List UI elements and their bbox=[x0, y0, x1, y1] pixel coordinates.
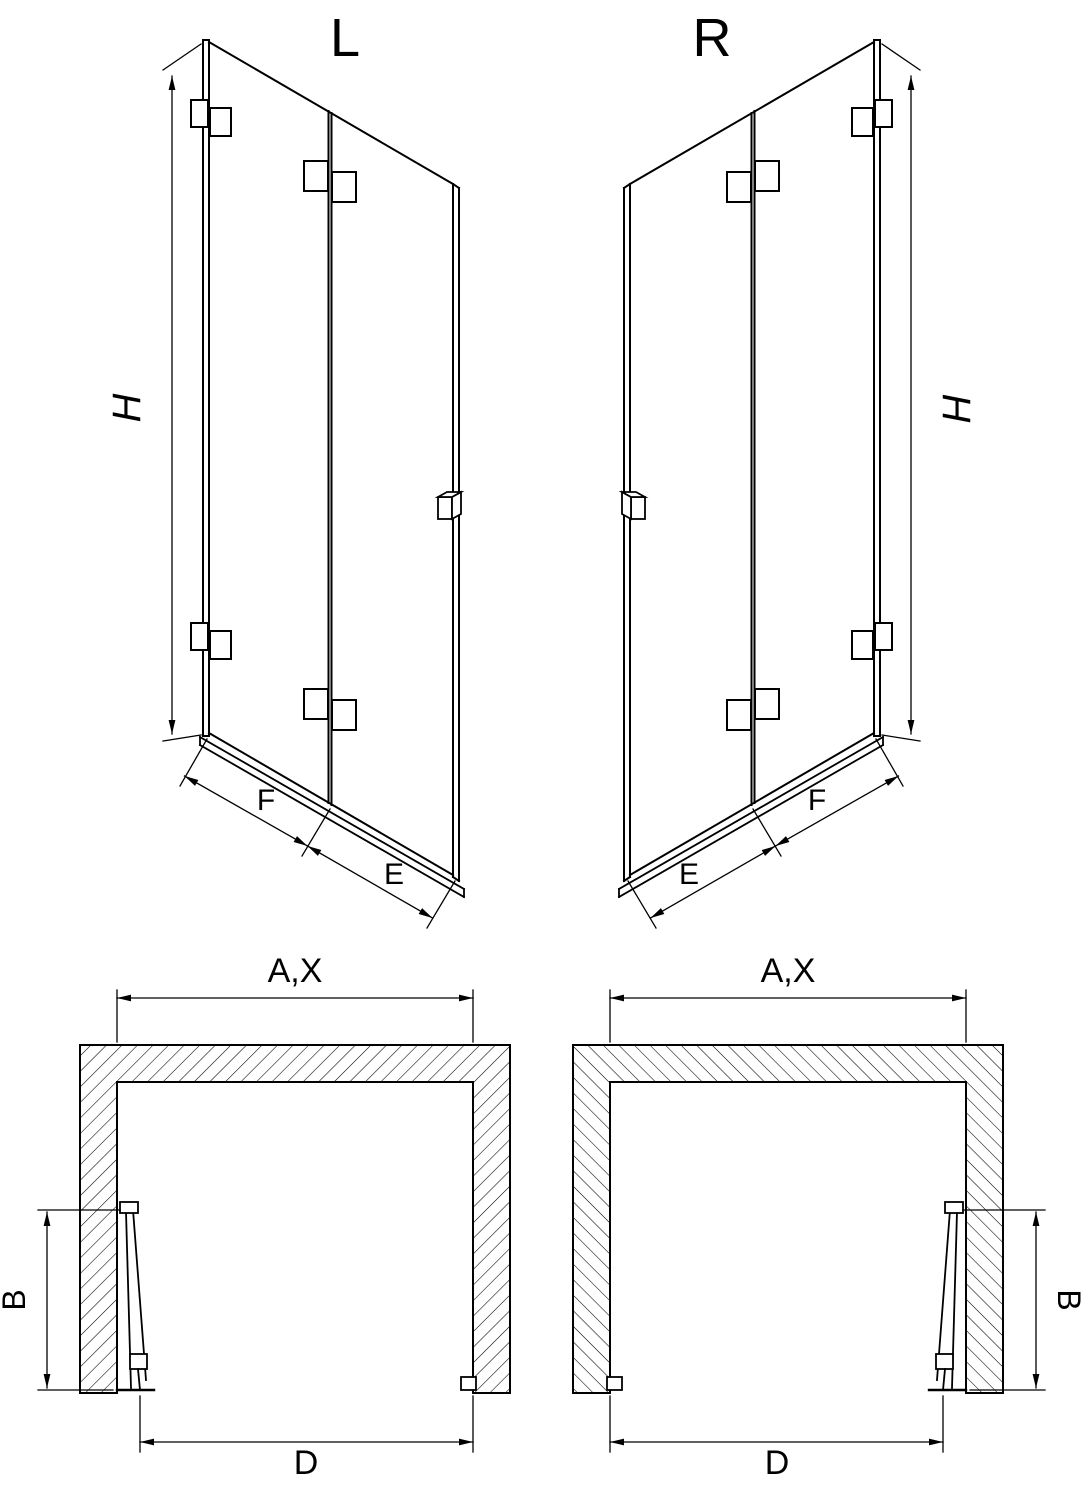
fold-hinge-bottom-icon bbox=[303, 688, 357, 731]
dimension-b bbox=[37, 1209, 121, 1391]
wall-hinge-top-icon bbox=[190, 99, 232, 137]
dimension-d bbox=[139, 1395, 474, 1453]
dim-label-d-left: D bbox=[294, 1444, 319, 1482]
dim-label-f-left: F bbox=[257, 784, 275, 817]
dim-label-b-left: B bbox=[0, 1289, 32, 1310]
door-panels bbox=[207, 40, 461, 883]
door-stopper bbox=[460, 1376, 477, 1391]
dim-label-h-right: H bbox=[934, 394, 978, 423]
dimension-ax bbox=[116, 989, 474, 1043]
folded-door bbox=[115, 1201, 156, 1392]
dim-label-e-right: E bbox=[679, 858, 699, 891]
dim-label-b-right: B bbox=[1051, 1289, 1083, 1310]
orientation-label-right: R bbox=[693, 8, 732, 68]
dim-label-e-left: E bbox=[384, 858, 404, 891]
fold-hinge-top-icon bbox=[303, 160, 357, 203]
dim-label-ax-right: A,X bbox=[761, 952, 816, 990]
right-isometric-view bbox=[619, 40, 920, 928]
left-plan-view bbox=[37, 989, 511, 1453]
dim-label-h-left: H bbox=[105, 393, 149, 422]
walls-hatched bbox=[79, 1044, 511, 1394]
left-isometric-view bbox=[162, 39, 466, 929]
dim-label-ax-left: A,X bbox=[268, 952, 323, 990]
orientation-label-left: L bbox=[330, 8, 360, 68]
wall-profile bbox=[202, 39, 210, 737]
right-plan-view bbox=[573, 990, 1045, 1452]
dimension-h bbox=[162, 43, 202, 742]
dimension-f-e bbox=[179, 738, 456, 929]
door-handle-icon bbox=[434, 490, 465, 521]
wall-hinge-bottom-icon bbox=[190, 622, 232, 660]
dim-label-d-right: D bbox=[765, 1444, 790, 1482]
dim-label-f-right: F bbox=[808, 784, 826, 817]
